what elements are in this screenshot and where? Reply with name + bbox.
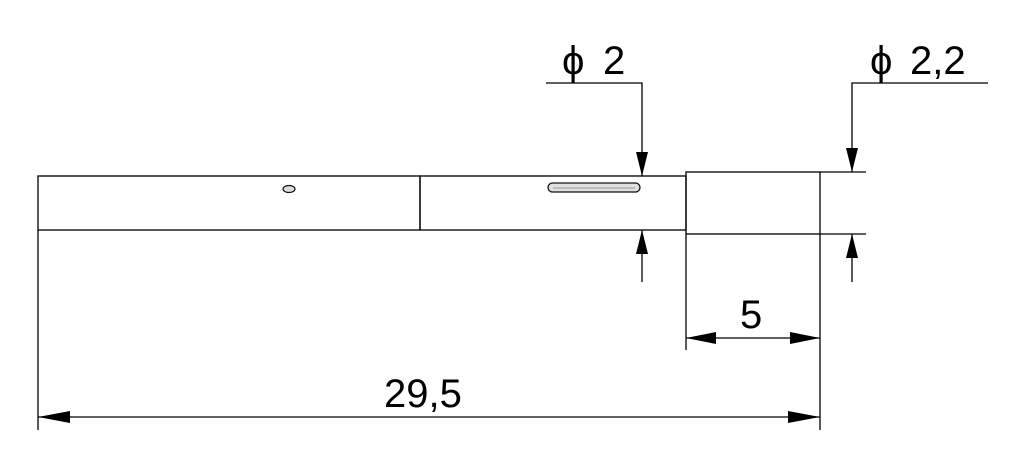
dimension-diameter-large: ϕ 2,2 xyxy=(820,39,988,282)
diameter-large-symbol: ϕ xyxy=(870,39,892,83)
dimension-total-length: 29,5 xyxy=(37,230,820,430)
shaft-section-left xyxy=(37,175,421,231)
cross-hole xyxy=(282,184,296,194)
total-length-label: 29,5 xyxy=(384,372,462,416)
pin-part xyxy=(37,171,821,235)
diameter-small-value: 2 xyxy=(603,39,625,83)
diameter-large-value: 2,2 xyxy=(910,39,966,83)
tip-length-label: 5 xyxy=(740,293,762,337)
diameter-small-symbol: ϕ xyxy=(562,39,584,83)
dimension-tip-length: 5 xyxy=(685,234,821,430)
dimension-diameter-small: ϕ 2 xyxy=(546,39,648,282)
tip-section xyxy=(685,171,821,235)
